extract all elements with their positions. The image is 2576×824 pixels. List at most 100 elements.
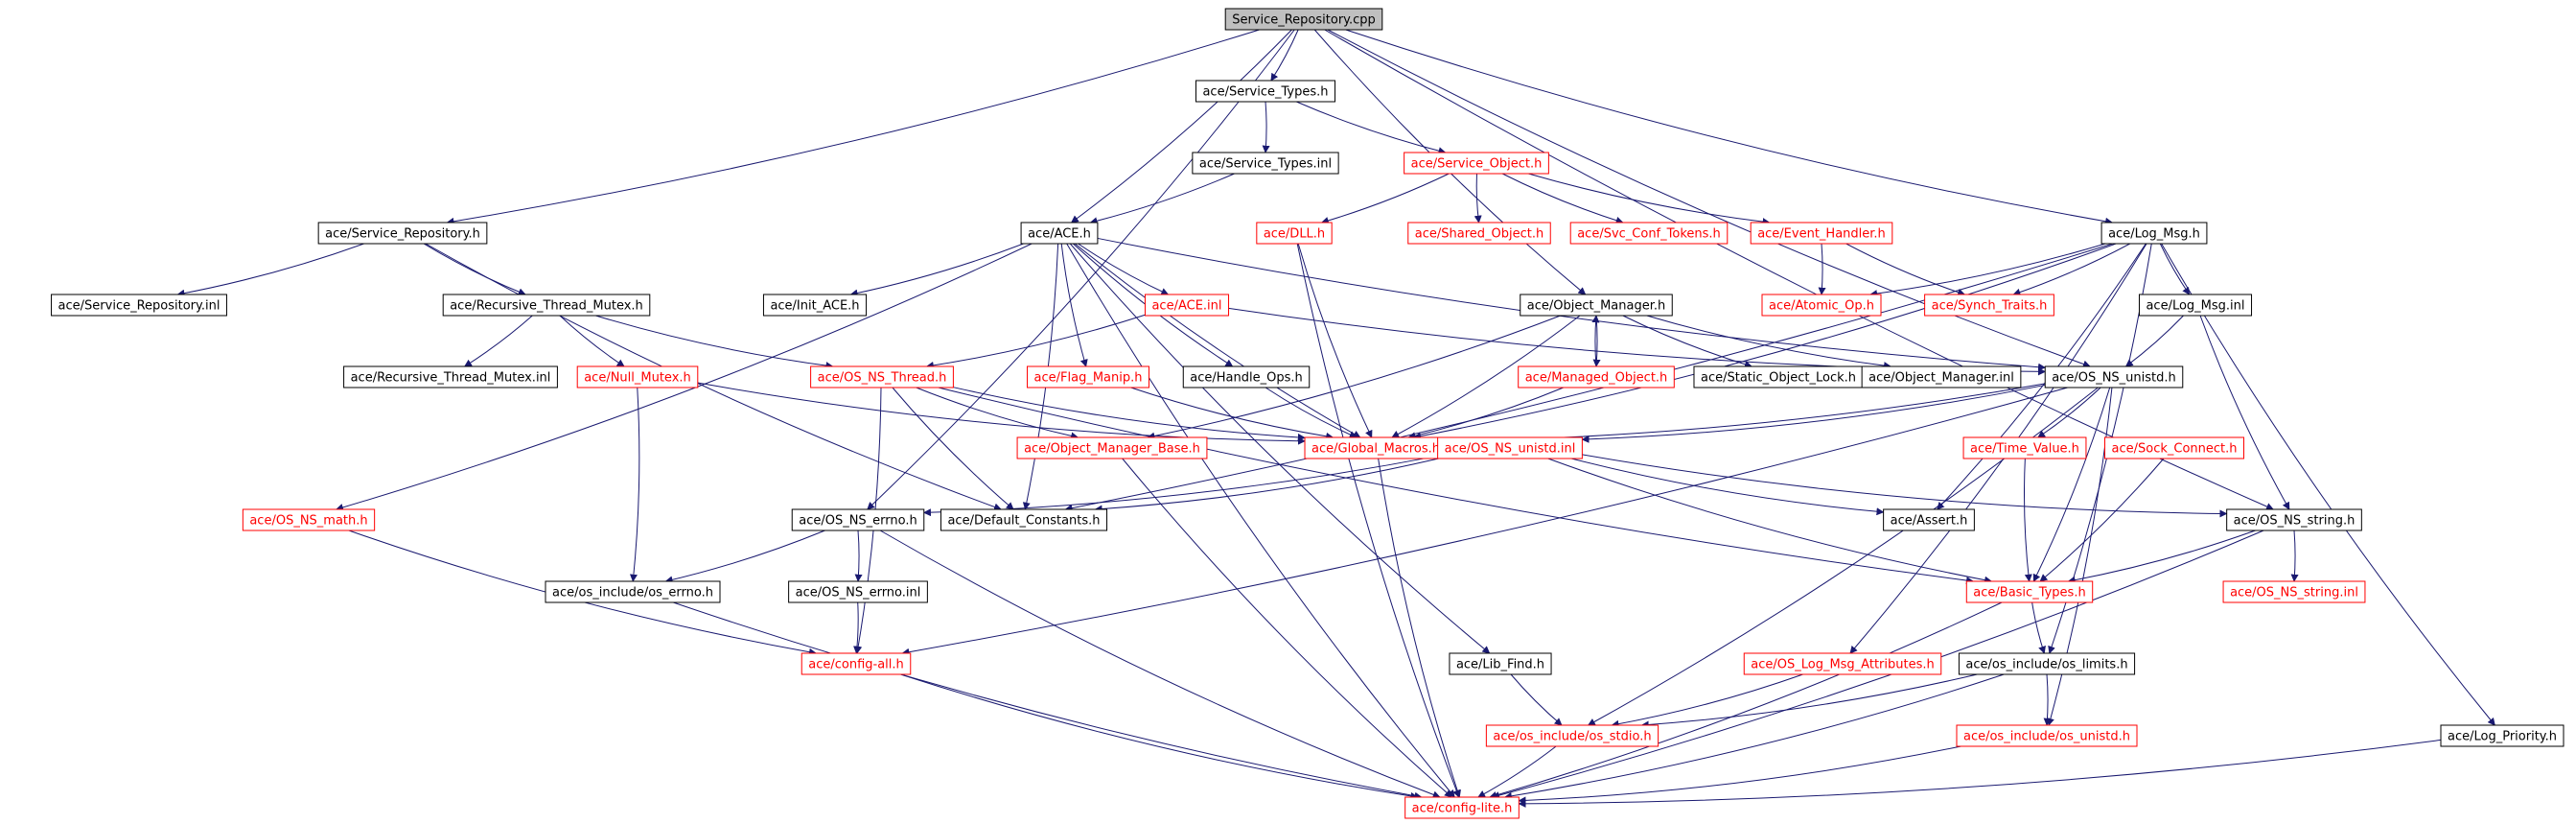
node-label: ace/os_include/os_unistd.h	[1963, 730, 2130, 744]
graph-node-unistd-h: ace/OS_NS_unistd.h	[2044, 365, 2184, 388]
node-label: ace/OS_NS_string.inl	[2230, 586, 2358, 600]
node-label: ace/Handle_Ops.h	[1190, 371, 1302, 386]
graph-node-atomic[interactable]: ace/Atomic_Op.h	[1761, 294, 1882, 317]
node-box	[1485, 724, 1659, 747]
graph-node-synch[interactable]: ace/Synch_Traits.h	[1924, 294, 2054, 317]
node-box	[1182, 365, 1311, 388]
edge-ace-h-to-flag	[1060, 243, 1088, 367]
node-box	[1761, 294, 1882, 317]
edge-ace-inl-to-unistd-h	[1228, 307, 2047, 376]
graph-node-ace-inl[interactable]: ace/ACE.inl	[1144, 294, 1230, 317]
node-box	[2138, 294, 2253, 317]
graph-node-dll[interactable]: ace/DLL.h	[1256, 222, 1333, 245]
graph-node-managed[interactable]: ace/Managed_Object.h	[1518, 365, 1675, 388]
graph-node-null-mutex[interactable]: ace/Null_Mutex.h	[576, 365, 699, 388]
node-label: ace/ACE.h	[1028, 227, 1091, 242]
graph-node-logmsg: ace/Log_Msg.h	[2100, 222, 2208, 245]
edge-objmgr-to-global	[1391, 315, 1581, 438]
node-box	[545, 580, 721, 603]
node-label: ace/Basic_Types.h	[1973, 586, 2085, 600]
node-label: ace/Recursive_Thread_Mutex.inl	[351, 371, 551, 386]
graph-node-evh[interactable]: ace/Event_Handler.h	[1750, 222, 1893, 245]
node-box	[576, 365, 699, 388]
graph-node-os-limits: ace/os_include/os_limits.h	[1958, 652, 2136, 675]
edge-unistd-h-to-os-unistd	[2047, 387, 2113, 726]
node-label: ace/Service_Types.h	[1202, 85, 1328, 100]
graph-node-logattr[interactable]: ace/OS_Log_Msg_Attributes.h	[1743, 652, 1942, 675]
graph-node-string-inl[interactable]: ace/OS_NS_string.inl	[2222, 580, 2366, 603]
edge-unistd-h-to-timeval	[2037, 387, 2101, 438]
node-label: ace/Log_Msg.h	[2108, 227, 2200, 242]
edge-sr-h-to-defconst	[425, 243, 1002, 511]
graph-node-config-all[interactable]: ace/config-all.h	[801, 652, 912, 675]
graph-node-omb[interactable]: ace/Object_Manager_Base.h	[1016, 436, 1208, 459]
edge-omb-to-config-lite	[1122, 458, 1452, 798]
graph-node-svc-tok[interactable]: ace/Svc_Conf_Tokens.h	[1569, 222, 1729, 245]
node-label: ace/Service_Object.h	[1411, 157, 1543, 172]
node-box	[1958, 652, 2136, 675]
graph-node-logmsg-inl: ace/Log_Msg.inl	[2138, 294, 2253, 317]
node-box	[1256, 222, 1333, 245]
edge-so-h-to-svc-tok	[1501, 173, 1624, 224]
graph-node-logprio: ace/Log_Priority.h	[2440, 724, 2564, 747]
node-box	[1192, 152, 1339, 175]
edge-rtm-to-null-mutex	[559, 315, 625, 367]
edge-root-to-logmsg	[1345, 29, 2114, 225]
edge-lib-find-to-os-stdio	[1510, 673, 1563, 726]
node-label: ace/OS_NS_string.h	[2234, 514, 2356, 529]
node-box	[1883, 508, 1975, 531]
edge-unistd-inl-to-assert	[1570, 458, 1885, 516]
graph-node-sock[interactable]: ace/Sock_Connect.h	[2104, 436, 2244, 459]
graph-node-lib-find: ace/Lib_Find.h	[1449, 652, 1552, 675]
edge-logprio-to-config-lite	[1518, 739, 2442, 808]
graph-node-os-stdio[interactable]: ace/os_include/os_stdio.h	[1485, 724, 1659, 747]
edge-os-stdio-to-config-lite	[1477, 745, 1557, 798]
graph-node-assert: ace/Assert.h	[1883, 508, 1975, 531]
node-box	[51, 294, 227, 317]
edge-ace-h-to-config-lite	[1066, 243, 1455, 798]
graph-node-timeval[interactable]: ace/Time_Value.h	[1962, 436, 2087, 459]
graph-node-basic[interactable]: ace/Basic_Types.h	[1965, 580, 2094, 603]
graph-node-unistd-inl[interactable]: ace/OS_NS_unistd.inl	[1437, 436, 1583, 459]
edge-os-unistd-to-config-lite	[1518, 745, 1961, 805]
node-box	[801, 652, 912, 675]
node-box	[1020, 222, 1099, 245]
node-box	[1016, 436, 1208, 459]
graph-node-os-thread[interactable]: ace/OS_NS_Thread.h	[810, 365, 954, 388]
edge-unistd-h-to-config-all	[901, 387, 2068, 656]
edge-ace-h-to-ace-inl	[1078, 243, 1170, 295]
node-box	[1962, 436, 2087, 459]
graph-node-flag[interactable]: ace/Flag_Manip.h	[1027, 365, 1149, 388]
graph-node-string-h: ace/OS_NS_string.h	[2226, 508, 2362, 531]
edge-os-limits-to-os-stdio	[1640, 673, 1978, 729]
node-box	[1407, 222, 1551, 245]
edge-rtm-to-rtm-inl	[463, 315, 533, 367]
edge-unistd-inl-to-defconst	[1094, 458, 1439, 513]
edge-managed-to-objmgr	[1591, 315, 1600, 367]
edge-string-h-to-config-lite	[1492, 530, 2264, 799]
graph-node-static-lock: ace/Static_Object_Lock.h	[1693, 365, 1864, 388]
edges-layer	[176, 29, 2495, 808]
edge-global-to-config-lite	[1378, 458, 1461, 798]
node-label: ace/Service_Repository.inl	[58, 299, 220, 314]
graph-node-shared[interactable]: ace/Shared_Object.h	[1407, 222, 1551, 245]
edge-root-to-sr-h	[446, 29, 1260, 225]
node-label: ace/Atomic_Op.h	[1769, 299, 1874, 314]
graph-node-global[interactable]: ace/Global_Macros.h	[1304, 436, 1448, 459]
graph-node-math[interactable]: ace/OS_NS_math.h	[242, 508, 376, 531]
node-label: ace/Global_Macros.h	[1311, 442, 1440, 457]
node-label: ace/Init_ACE.h	[770, 299, 859, 314]
graph-node-config-lite[interactable]: ace/config-lite.h	[1404, 796, 1520, 819]
edge-timeval-to-basic	[2024, 458, 2032, 582]
node-label: ace/Null_Mutex.h	[584, 371, 691, 386]
graph-node-rtm: ace/Recursive_Thread_Mutex.h	[442, 294, 651, 317]
edge-basic-to-os-limits	[2031, 601, 2046, 654]
graph-node-so-h[interactable]: ace/Service_Object.h	[1404, 152, 1549, 175]
node-label: ace/Object_Manager.h	[1527, 299, 1666, 314]
node-label: ace/ACE.inl	[1151, 299, 1221, 314]
graph-node-os-unistd[interactable]: ace/os_include/os_unistd.h	[1956, 724, 2138, 747]
node-box	[2104, 436, 2244, 459]
edge-logmsg-to-atomic	[1869, 243, 2106, 298]
node-box	[1518, 365, 1675, 388]
node-box	[1224, 8, 1383, 31]
